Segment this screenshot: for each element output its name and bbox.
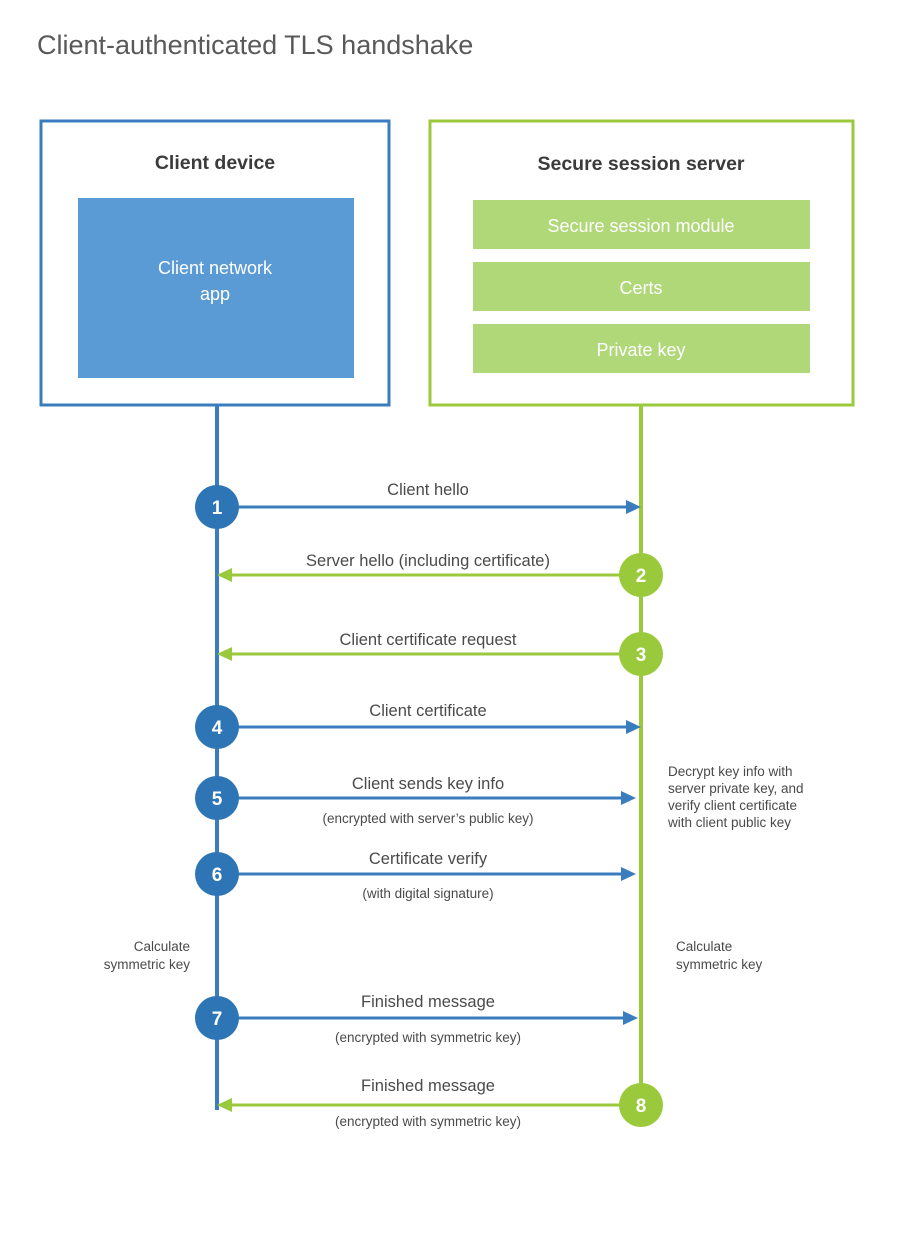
- step-8-arrowhead: [217, 1098, 232, 1112]
- step-2-number: 2: [636, 566, 647, 587]
- client-calculate-note-line-2: symmetric key: [104, 957, 191, 972]
- server-calculate-note: Calculate symmetric key: [676, 939, 763, 972]
- step-4-badge: [195, 705, 239, 749]
- step-4-number: 4: [212, 718, 223, 739]
- step-5-sublabel: (encrypted with server’s public key): [322, 811, 533, 826]
- step-5-message: Client sends key info (encrypted with se…: [195, 775, 636, 826]
- step-6-sublabel: (with digital signature): [362, 886, 493, 901]
- step-1-number: 1: [212, 498, 223, 519]
- server-calculate-note-line-2: symmetric key: [676, 957, 763, 972]
- client-device-actor: Client device Client network app: [39, 119, 391, 407]
- step-3-number: 3: [636, 645, 647, 666]
- step-5-arrowhead: [621, 791, 636, 805]
- step-3-badge: [619, 632, 663, 676]
- step-5-number: 5: [212, 789, 223, 810]
- step-3-label: Client certificate request: [340, 631, 517, 649]
- client-calculate-note: Calculate symmetric key: [104, 939, 191, 972]
- step-6-number: 6: [212, 865, 223, 886]
- step-2-label: Server hello (including certificate): [306, 552, 550, 570]
- step-2-badge: [619, 553, 663, 597]
- step-1-label: Client hello: [387, 481, 469, 499]
- step-2-arrowhead: [217, 568, 232, 582]
- server-processing-note-line-1: Decrypt key info with: [668, 764, 793, 779]
- certs-box: [473, 262, 810, 311]
- secure-session-module-label: Secure session module: [547, 216, 734, 236]
- step-7-sublabel: (encrypted with symmetric key): [335, 1030, 521, 1045]
- step-2-message: Server hello (including certificate) 2: [217, 552, 663, 597]
- step-8-sublabel: (encrypted with symmetric key): [335, 1114, 521, 1129]
- step-3-arrowhead: [217, 647, 232, 661]
- step-7-badge: [195, 996, 239, 1040]
- step-7-message: Finished message (encrypted with symmetr…: [195, 993, 638, 1045]
- step-4-label: Client certificate: [369, 702, 486, 720]
- step-5-badge: [195, 776, 239, 820]
- step-6-label: Certificate verify: [369, 850, 488, 868]
- step-3-message: Client certificate request 3: [217, 631, 663, 676]
- step-8-number: 8: [636, 1096, 647, 1117]
- step-8-message: Finished message (encrypted with symmetr…: [217, 1077, 663, 1129]
- step-7-arrowhead: [623, 1011, 638, 1025]
- step-4-arrowhead: [626, 720, 641, 734]
- step-8-badge: [619, 1083, 663, 1127]
- server-processing-note-line-2: server private key, and: [668, 781, 804, 796]
- server-processing-note-line-3: verify client certificate: [668, 798, 797, 813]
- certs-label: Certs: [619, 278, 662, 298]
- client-calculate-note-line-1: Calculate: [134, 939, 190, 954]
- server-processing-note-line-4: with client public key: [667, 815, 791, 830]
- step-8-label: Finished message: [361, 1077, 495, 1095]
- step-6-badge: [195, 852, 239, 896]
- client-network-app-label-line1: Client network: [158, 258, 273, 278]
- step-1-message: Client hello 1: [195, 481, 641, 529]
- private-key-label: Private key: [596, 340, 685, 360]
- client-network-app-label-line2: app: [200, 284, 230, 304]
- server-processing-note: Decrypt key info with server private key…: [667, 764, 804, 830]
- step-4-message: Client certificate 4: [195, 702, 641, 749]
- step-6-message: Certificate verify (with digital signatu…: [195, 850, 636, 901]
- step-5-label: Client sends key info: [352, 775, 504, 793]
- secure-session-module-box: [473, 200, 810, 249]
- step-1-arrowhead: [626, 500, 641, 514]
- private-key-box: [473, 324, 810, 373]
- step-7-number: 7: [212, 1009, 223, 1030]
- step-1-badge: [195, 485, 239, 529]
- page-title: Client-authenticated TLS handshake: [37, 30, 473, 60]
- step-6-arrowhead: [621, 867, 636, 881]
- step-7-label: Finished message: [361, 993, 495, 1011]
- client-network-app-box: [78, 198, 354, 378]
- server-calculate-note-line-1: Calculate: [676, 939, 732, 954]
- client-device-title: Client device: [155, 152, 275, 174]
- secure-session-server-title: Secure session server: [537, 153, 744, 175]
- secure-session-server-actor: Secure session server Secure session mod…: [428, 119, 855, 407]
